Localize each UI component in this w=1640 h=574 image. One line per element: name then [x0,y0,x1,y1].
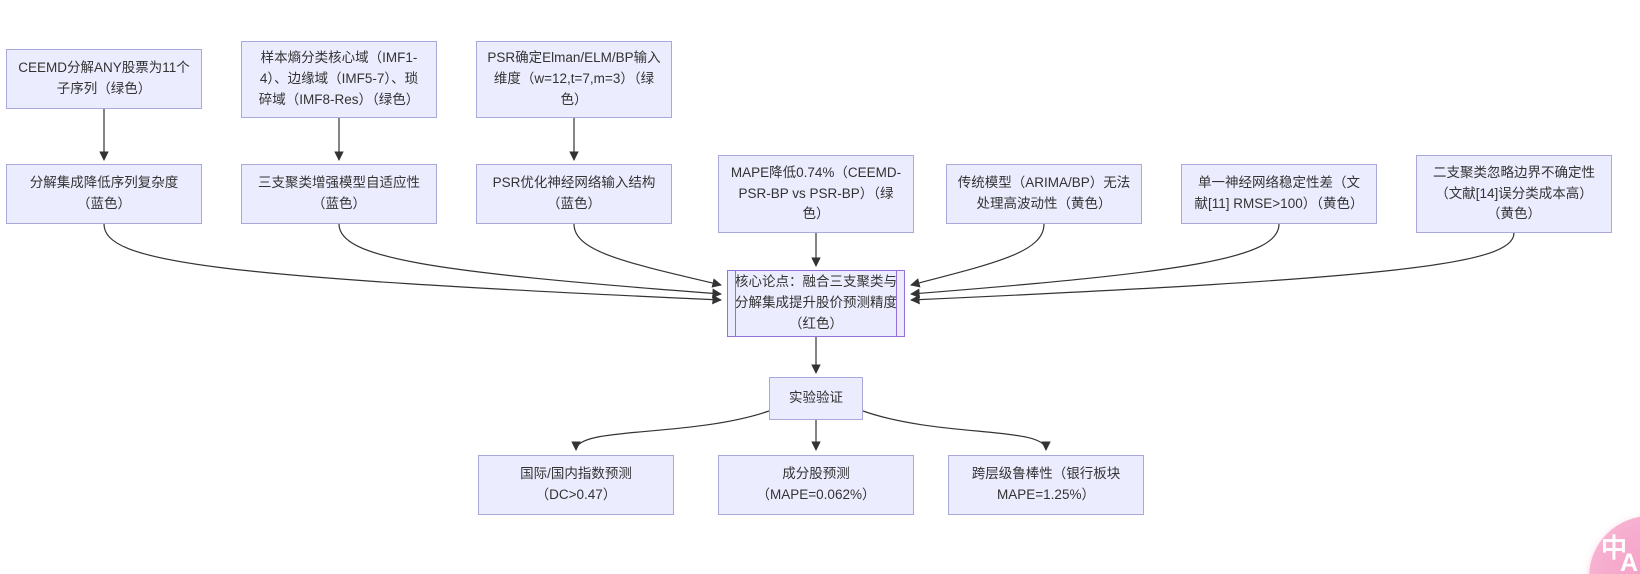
node-ceemd-decompose: CEEMD分解ANY股票为11个 子序列（绿色） [6,49,202,109]
latin-glyph: A [1620,549,1639,574]
node-experiment: 实验验证 [769,377,863,420]
chinese-glyph: 中 [1601,533,1628,563]
node-traditional-limit: 传统模型（ARIMA/BP）无法 处理高波动性（黄色） [946,164,1142,224]
node-robustness: 跨层级鲁棒性（银行板块 MAPE=1.25%） [948,455,1144,515]
edge-two-way-limit-to-core-thesis [910,232,1515,305]
node-component-predict: 成分股预测 （MAPE=0.062%） [718,455,914,515]
edge-traditional-limit-to-core-thesis [910,223,1045,288]
node-psr-dimension: PSR确定Elman/ELM/BP输入 维度（w=12,t=7,m=3）（绿 色… [476,41,672,118]
node-three-way-benefit: 三支聚类增强模型自适应性 （蓝色） [241,164,437,224]
edge-psr-benefit-to-core-thesis [573,223,722,288]
node-core-thesis: 核心论点：融合三支聚类与 分解集成提升股价预测精度 （红色） [727,270,905,337]
edge-experiment-to-robustness [862,410,1051,451]
edge-single-nn-limit-to-core-thesis [910,223,1280,299]
node-sample-entropy: 样本熵分类核心域（IMF1- 4）、边缘域（IMF5-7）、琐 碎域（IMF8-… [241,41,437,118]
edge-decompose-benefit-to-core-thesis [103,223,722,305]
node-psr-benefit: PSR优化神经网络输入结构 （蓝色） [476,164,672,224]
edge-experiment-to-index-predict [571,410,770,451]
node-index-predict: 国际/国内指数预测 （DC>0.47） [478,455,674,515]
node-mape-improve: MAPE降低0.74%（CEEMD- PSR-BP vs PSR-BP）（绿 色… [718,155,914,233]
node-decompose-benefit: 分解集成降低序列复杂度 （蓝色） [6,164,202,224]
node-single-nn-limit: 单一神经网络稳定性差（文 献[11] RMSE>100）（黄色） [1181,164,1377,224]
node-two-way-limit: 二支聚类忽略边界不确定性 （文献[14]误分类成本高） （黄色） [1416,155,1612,233]
edge-three-way-benefit-to-core-thesis [338,223,722,299]
